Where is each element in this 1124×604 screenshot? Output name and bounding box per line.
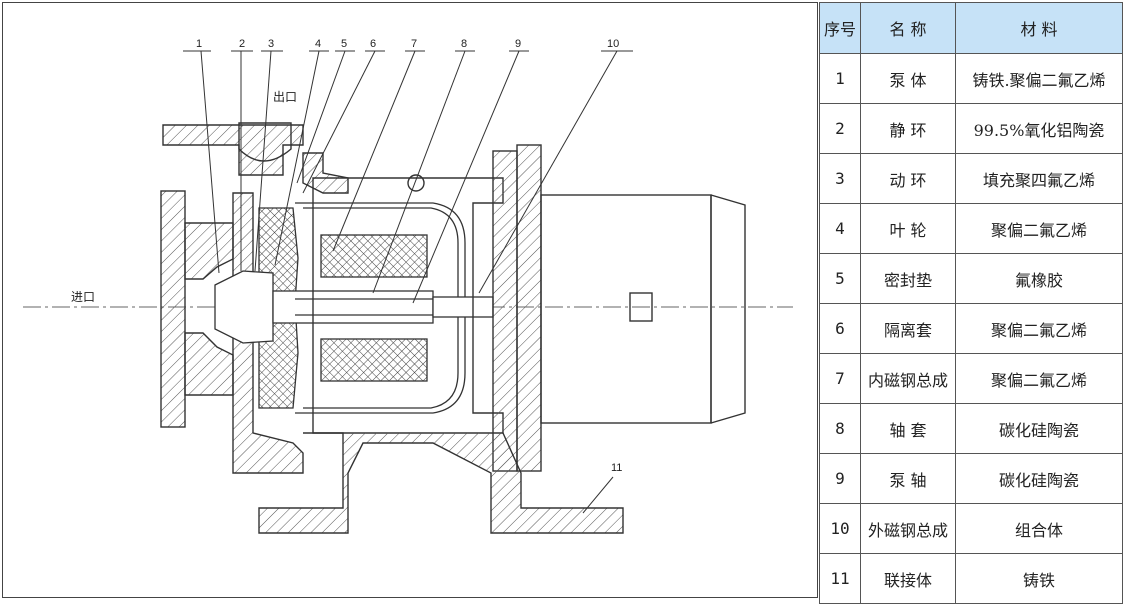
row-name: 密封垫 [860,253,956,304]
outlet-label: 出口 [273,90,297,104]
part-label-4: 4 [315,38,321,50]
pump-cross-section-drawing: 1 2 3 4 5 6 7 8 9 10 11 出口 进口 [23,38,793,534]
row-material: 填充聚四氟乙烯 [955,153,1123,204]
row-name: 动 环 [860,153,956,204]
row-name: 轴 套 [860,403,956,454]
part-label-8: 8 [461,38,467,50]
row-no: 2 [819,103,861,154]
header-name: 名 称 [860,2,956,54]
part-label-11: 11 [611,462,622,474]
part-label-3: 3 [268,38,274,50]
part-label-10: 10 [607,38,619,50]
row-material: 聚偏二氟乙烯 [955,303,1123,354]
row-no: 10 [819,503,861,554]
pump-casing [160,122,349,474]
outer-magnet-bracket [312,144,542,472]
row-no: 7 [819,353,861,404]
row-no: 6 [819,303,861,354]
row-name: 泵 体 [860,53,956,104]
row-material: 聚偏二氟乙烯 [955,203,1123,254]
header-no: 序号 [819,2,861,54]
impeller [214,207,299,409]
inlet-label: 进口 [71,290,95,304]
part-label-1: 1 [196,38,202,50]
row-no: 8 [819,403,861,454]
part-label-2: 2 [239,38,245,50]
pump-shaft [272,290,494,324]
header-material: 材 料 [955,2,1123,54]
row-name: 隔离套 [860,303,956,354]
row-material: 碳化硅陶瓷 [955,403,1123,454]
row-no: 4 [819,203,861,254]
row-name: 外磁钢总成 [860,503,956,554]
part-label-5: 5 [341,38,347,50]
row-no: 11 [819,553,861,604]
part-label-7: 7 [411,38,417,50]
row-material: 组合体 [955,503,1123,554]
part-label-6: 6 [370,38,376,50]
leader-lines [183,50,633,514]
row-material: 碳化硅陶瓷 [955,453,1123,504]
part-label-9: 9 [515,38,521,50]
row-no: 9 [819,453,861,504]
row-material: 聚偏二氟乙烯 [955,353,1123,404]
drawing-frame: 1 2 3 4 5 6 7 8 9 10 11 出口 进口 [2,2,818,598]
coupling-body [258,432,624,534]
row-name: 联接体 [860,553,956,604]
row-material: 氟橡胶 [955,253,1123,304]
table-header-row: 序号 名 称 材 料 [819,2,1123,54]
row-name: 静 环 [860,103,956,154]
row-material: 99.5%氧化铝陶瓷 [955,103,1123,154]
row-name: 内磁钢总成 [860,353,956,404]
motor [540,194,746,424]
row-name: 叶 轮 [860,203,956,254]
row-material: 铸铁.聚偏二氟乙烯 [955,53,1123,104]
row-name: 泵 轴 [860,453,956,504]
row-no: 5 [819,253,861,304]
row-no: 1 [819,53,861,104]
row-material: 铸铁 [955,553,1123,604]
row-no: 3 [819,153,861,204]
